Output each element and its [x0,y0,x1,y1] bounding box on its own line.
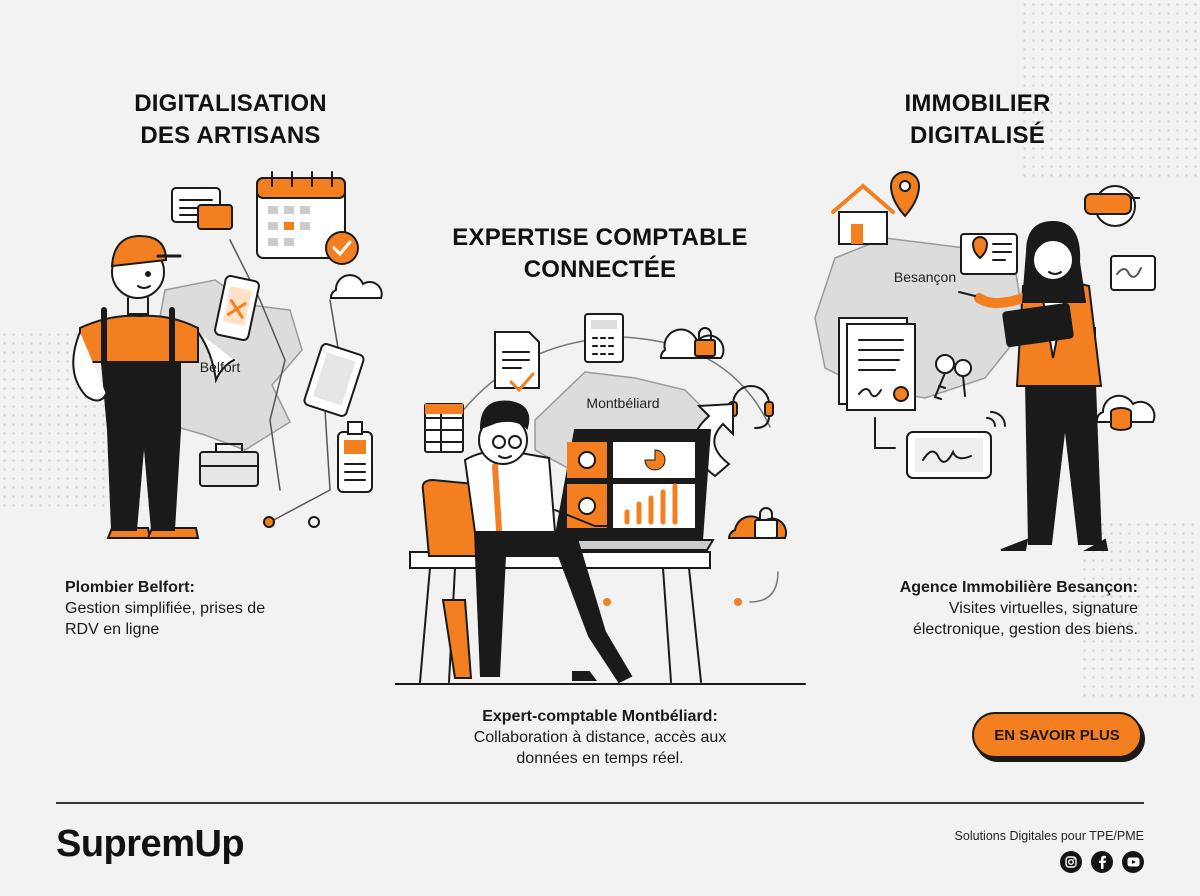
caption-title: Expert-comptable Montbéliard: [482,708,718,725]
spreadsheet-icon [424,403,464,453]
footer-divider [56,802,1144,804]
map-label-montbeliard: Montbéliard [586,395,659,411]
toolbox-icon [199,443,259,487]
heading-immobilier: IMMOBILIER DIGITALISÉ [904,90,1051,149]
real-estate-illustration: Besançon [814,171,1156,551]
caption-line: données en temps réel. [516,750,684,767]
calendar-icon [256,171,359,265]
smartphone-icon [214,275,260,341]
caption-line: Visites virtuelles, signature [948,600,1138,617]
dot-pattern [1020,0,1200,180]
tablet-icon [303,343,365,417]
caption-line: Collaboration à distance, accès aux [473,729,727,746]
signature-card-icon [1110,255,1156,291]
contract-document-icon [838,317,916,411]
heading-artisans: DIGITALISATION DES ARTISANS [134,90,327,149]
laptop-icon [543,429,715,551]
facebook-icon[interactable] [1091,851,1113,873]
calculator-icon [584,313,624,363]
signature-tablet-icon [906,411,1006,479]
tablet-icon [1002,302,1074,348]
heading-comptable: EXPERTISE COMPTABLE CONNECTÉE [452,224,748,283]
cloud-database-icon [1095,394,1156,431]
instagram-icon[interactable] [1060,851,1082,873]
accountant-illustration: Montbéliard [395,313,806,685]
map-label-besancon: Besançon [894,269,956,285]
vr-headset-icon [1084,185,1140,227]
youtube-icon[interactable] [1122,851,1144,873]
footer-tagline: Solutions Digitales pour TPE/PME [954,829,1144,843]
keys-icon [933,354,972,400]
brand-logo: SupremUp [56,823,245,865]
caption-title: Agence Immobilière Besançon: [899,579,1138,596]
map-pin-icon [889,171,921,218]
caption-line: RDV en ligne [65,621,160,638]
caption-line: électronique, gestion des biens. [912,621,1138,638]
caption-comptable: Expert-comptable Montbéliard: Collaborat… [430,706,770,769]
caption-title: Plombier Belfort: [65,579,195,596]
artisan-illustration: Belfort [72,171,383,539]
caption-immobilier: Agence Immobilière Besançon: Visites vir… [860,577,1138,640]
learn-more-button[interactable]: EN SAVOIR PLUS [972,712,1142,758]
document-check-icon [494,331,540,393]
cloud-icon [330,274,383,299]
plumber-character [72,234,260,539]
caption-line: Gestion simplifiée, prises de [65,600,266,617]
accountant-character [421,400,633,684]
cloud-lock-icon [660,327,725,359]
headset-icon [728,385,774,429]
map-label-belfort: Belfort [200,359,241,375]
house-icon [831,183,895,245]
caption-artisans: Plombier Belfort: Gestion simplifiée, pr… [65,577,335,640]
agent-character [958,220,1109,551]
payment-terminal-icon [337,421,373,493]
chat-bubble-icon [171,187,233,230]
social-links [1060,851,1144,873]
location-card-icon [960,233,1018,275]
cloud-lock-icon [727,507,788,539]
